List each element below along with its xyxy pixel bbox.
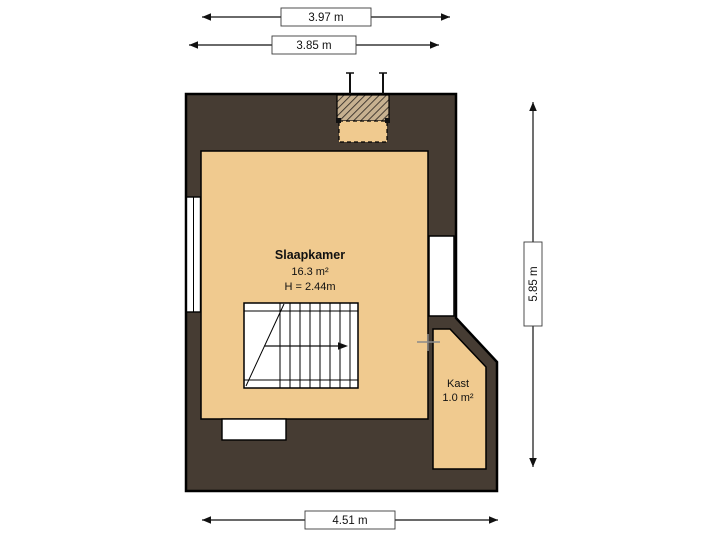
closet-label: Kast 1.0 m² — [442, 378, 474, 404]
roof-marks — [346, 72, 387, 94]
dormer-post-right — [385, 118, 390, 123]
arrowhead-up-icon — [529, 102, 537, 111]
dimension-label-box — [523, 241, 543, 327]
dimension-label: 5.85 m — [528, 266, 540, 301]
bedroom-ceiling-height: H = 2.44m — [284, 281, 335, 293]
door-opening — [428, 235, 455, 317]
arrowhead-left-icon — [189, 41, 198, 49]
dimension-label-box — [271, 35, 357, 55]
dimension-label-box — [304, 510, 396, 530]
staircase — [243, 302, 359, 389]
arrowhead-right-icon — [430, 41, 439, 49]
arrowhead-right-icon — [441, 13, 450, 21]
bedroom-label: Slaapkamer 16.3 m² H = 2.44m — [275, 248, 345, 293]
dimension-label: 4.51 m — [332, 515, 367, 527]
dimension-bottom: 4.51 m — [202, 510, 498, 530]
window-left — [185, 196, 202, 313]
dimension-right: 5.85 m — [523, 102, 543, 467]
closet-floor — [432, 328, 487, 470]
dormer-window — [338, 120, 388, 143]
stair-arrow-head — [338, 342, 348, 350]
dimension-label: 3.97 m — [308, 12, 343, 24]
stair-break-line — [245, 303, 285, 387]
dimension-top-inner: 3.85 m — [189, 35, 439, 55]
arrowhead-right-icon — [489, 516, 498, 524]
bottom-wall-recess — [221, 418, 287, 441]
closet-door-mark — [417, 334, 440, 351]
bedroom-area: 16.3 m² — [291, 266, 329, 278]
arrowhead-down-icon — [529, 458, 537, 467]
dormer-post-left — [336, 118, 341, 123]
closet-area: 1.0 m² — [442, 392, 474, 404]
dimension-top-outer: 3.97 m — [202, 7, 450, 27]
arrowhead-left-icon — [202, 516, 211, 524]
arrowhead-left-icon — [202, 13, 211, 21]
bedroom-name: Slaapkamer — [275, 248, 345, 262]
dimension-label: 3.85 m — [296, 40, 331, 52]
dimension-label-box — [280, 7, 372, 27]
dormer-hatched-wall — [336, 94, 390, 122]
stair-direction-arrow-icon — [264, 342, 348, 350]
closet-name: Kast — [447, 378, 469, 390]
